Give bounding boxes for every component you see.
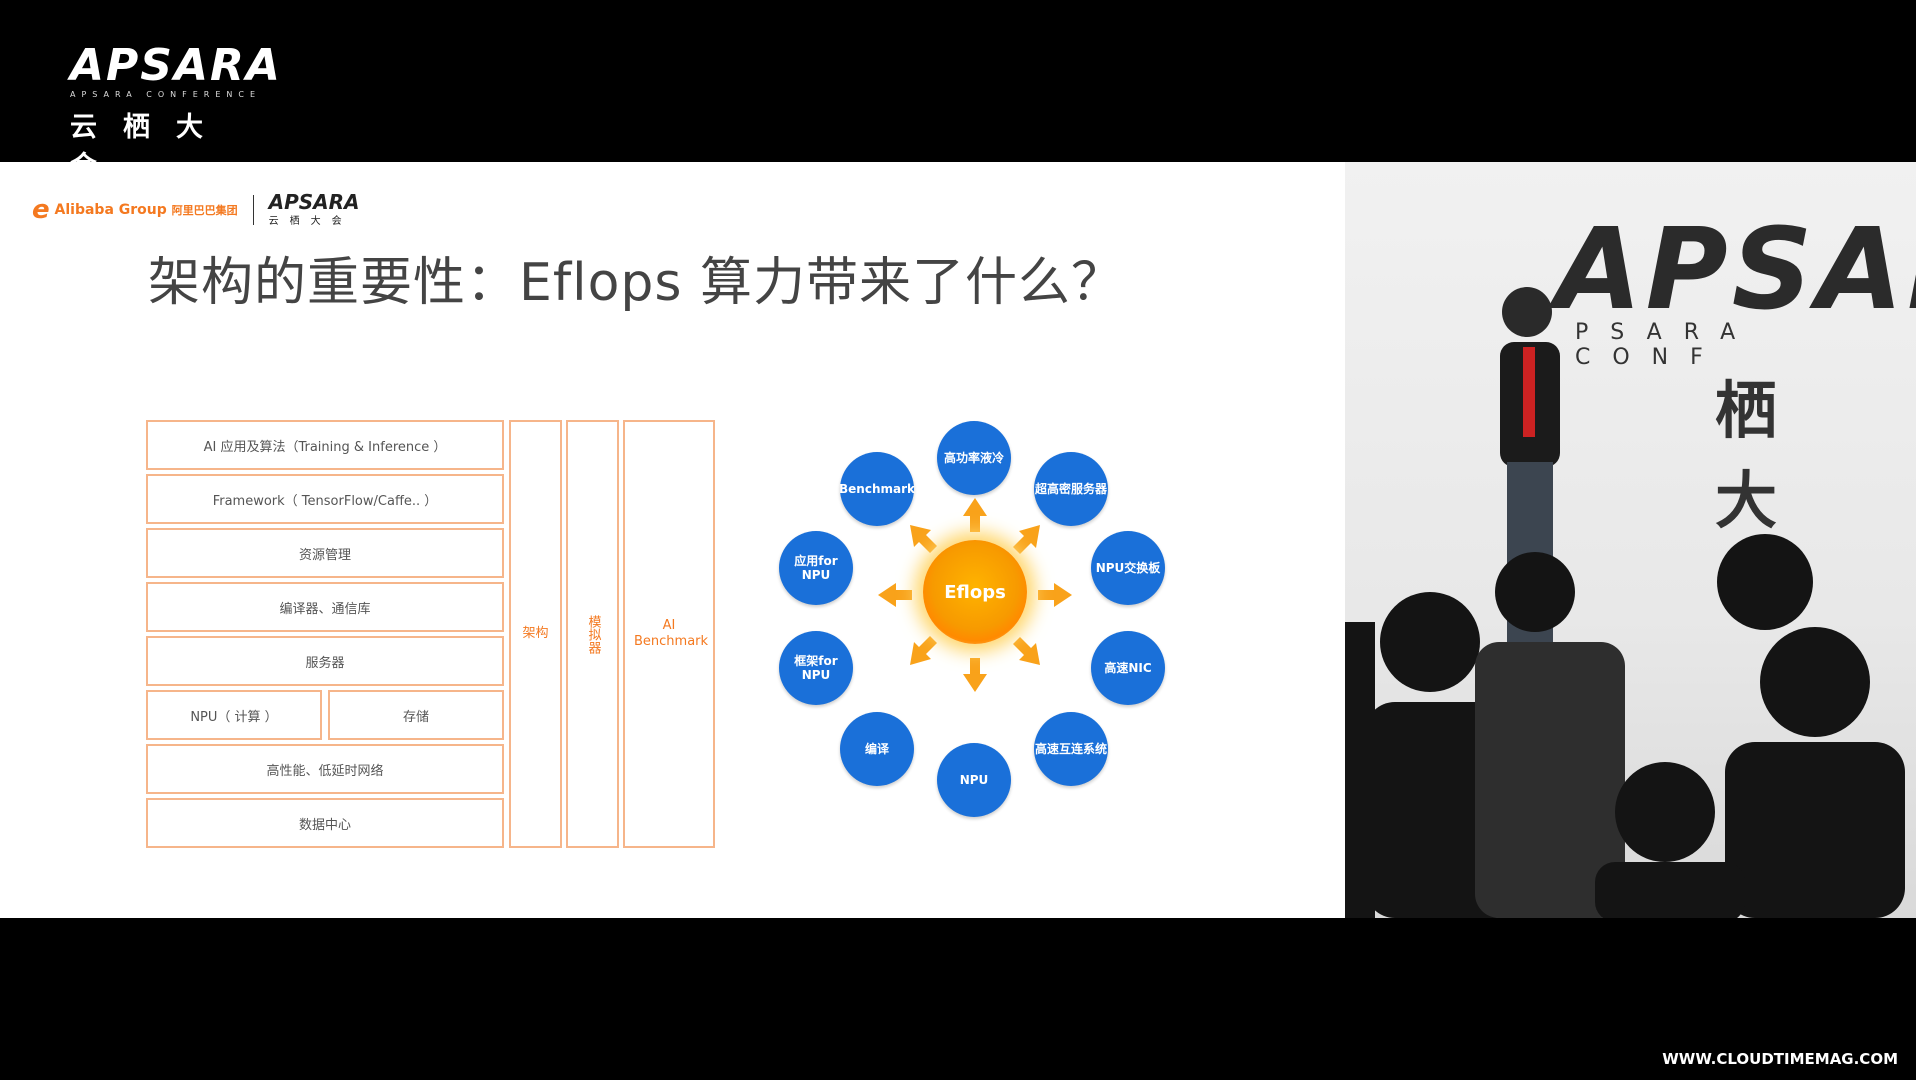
arrow-up-left xyxy=(910,525,937,553)
arrow-up xyxy=(963,498,987,532)
alibaba-name: Alibaba Group xyxy=(54,202,167,218)
stack-layer-network: 高性能、低延时网络 xyxy=(146,744,504,794)
arrow-right xyxy=(1038,583,1072,607)
alibaba-logo: e Alibaba Group 阿里巴巴集团 xyxy=(32,195,243,225)
arrow-down-left xyxy=(910,636,937,665)
circle-dense-server: 超高密服务器 xyxy=(1034,452,1108,526)
stage-backdrop-cn: 栖大 xyxy=(1715,374,1868,537)
side-box-bench-label: AI Benchmark xyxy=(634,618,709,649)
alibaba-mark: e xyxy=(32,195,50,225)
circle-liquid-cooling: 高功率液冷 xyxy=(937,421,1011,495)
logo-divider xyxy=(252,194,254,225)
circle-benchmark: Benchmark xyxy=(839,452,915,526)
stack-layer-server: 服务器 xyxy=(146,636,504,686)
circle-interconnect: 高速互连系统 xyxy=(1034,712,1108,786)
watermark: WWW.CLOUDTIMEMAG.COM xyxy=(1662,1050,1898,1068)
side-box-sim: 模拟器 xyxy=(566,420,619,848)
stage-scene xyxy=(1345,287,1905,918)
stack-layer-datacenter: 数据中心 xyxy=(146,798,504,848)
side-box-bench: AI Benchmark xyxy=(623,420,715,848)
side-box-arch: 架构 xyxy=(509,420,562,848)
circle-npu: NPU xyxy=(937,743,1011,817)
stack-layer-framework: Framework（ TensorFlow/Caffe.. ） xyxy=(146,474,504,524)
stage-video xyxy=(1345,162,1916,918)
stack-layer-npu: NPU（ 计算 ） xyxy=(146,690,322,740)
stack-layer-compiler: 编译器、通信库 xyxy=(146,582,504,632)
alibaba-cn: 阿里巴巴集团 xyxy=(171,204,238,217)
apsara-logo-word: APSARA xyxy=(70,40,282,91)
slide-title: 架构的重要性：Eflops 算力带来了什么？ xyxy=(148,253,1125,313)
arrow-down xyxy=(963,658,987,692)
circle-app-npu: 应用for NPU xyxy=(779,531,853,605)
circle-framework-npu: 框架for NPU xyxy=(779,631,853,705)
stack-layer-resource: 资源管理 xyxy=(146,528,504,578)
circle-nic: 高速NIC xyxy=(1091,631,1165,705)
circle-compile: 编译 xyxy=(840,712,914,786)
apsara-mini-cn: 云栖大会 xyxy=(268,216,353,227)
arrow-down-right xyxy=(1013,637,1040,665)
audience xyxy=(1345,534,1905,918)
apsara-mini-logo: APSARA 云栖大会 xyxy=(269,192,360,227)
arrow-left xyxy=(878,583,912,607)
circle-npu-switch: NPU交换板 xyxy=(1091,531,1165,605)
slide-header-logos: e Alibaba Group 阿里巴巴集团 APSARA 云栖大会 xyxy=(32,192,360,230)
stack-layer-ai-app: AI 应用及算法（Training & Inference ） xyxy=(146,420,504,470)
side-box-arch-label: 架构 xyxy=(522,626,549,641)
apsara-logo-sub: APSARA CONFERENCE xyxy=(70,90,262,99)
stack-layer-storage: 存储 xyxy=(328,690,504,740)
side-box-sim-label: 模拟器 xyxy=(585,614,601,654)
arrow-ring xyxy=(878,498,1072,692)
eflops-label: Eflops xyxy=(944,581,1006,603)
eflops-sun: Eflops xyxy=(923,540,1027,644)
stage-backdrop-word: APSAR xyxy=(1555,205,1916,335)
apsara-logo: APSARA APSARA CONFERENCE 云栖大会 xyxy=(70,40,282,183)
arrow-up-right xyxy=(1013,525,1040,554)
apsara-mini-word: APSARA xyxy=(268,190,360,214)
arrows-group xyxy=(878,498,1072,692)
stage-backdrop-sub: PSARA CONF xyxy=(1575,320,1758,370)
